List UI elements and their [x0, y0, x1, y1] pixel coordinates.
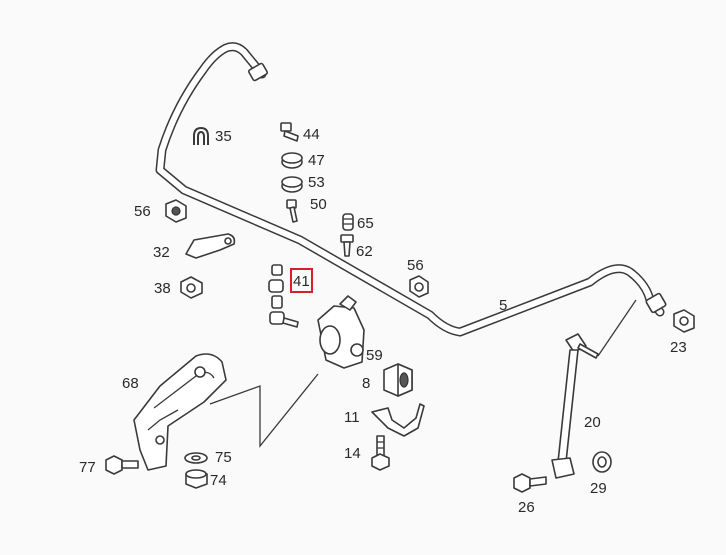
callout-56-left: 56	[134, 203, 151, 220]
callout-47: 47	[308, 152, 325, 169]
callout-29: 29	[590, 480, 607, 497]
part-35-ubolt	[193, 126, 209, 145]
callout-56-center: 56	[407, 257, 424, 274]
part-23-nut	[673, 309, 695, 333]
part-62-bolt	[340, 234, 354, 257]
callout-8: 8	[362, 375, 370, 392]
part-29-nut	[592, 451, 612, 473]
part-44-bolt	[280, 122, 299, 142]
part-75-washer	[184, 452, 208, 464]
callout-68: 68	[122, 375, 139, 392]
leader-68-59	[209, 373, 319, 448]
part-47-mount	[281, 152, 303, 169]
callout-32: 32	[153, 244, 170, 261]
callout-41: 41	[293, 273, 310, 290]
callout-14: 14	[344, 445, 361, 462]
callout-53: 53	[308, 174, 325, 191]
part-65-spring	[342, 213, 354, 231]
part-77-bolt	[105, 455, 139, 475]
callout-77: 77	[79, 459, 96, 476]
callout-35: 35	[215, 128, 232, 145]
highlight-box-41	[290, 268, 313, 293]
part-59-housing	[317, 295, 365, 369]
part-26-bolt	[513, 473, 547, 493]
callout-5: 5	[499, 297, 507, 314]
callout-11: 11	[344, 409, 360, 426]
part-56-bushing-left	[165, 199, 187, 223]
part-68-bracket	[133, 353, 227, 471]
callout-65: 65	[357, 215, 374, 232]
callout-44: 44	[303, 126, 320, 143]
part-50-bolt	[286, 199, 298, 223]
part-53-mount	[281, 176, 303, 193]
part-32-bracket	[185, 233, 236, 259]
part-8-block	[383, 363, 413, 397]
stabilizer-bar	[155, 42, 667, 337]
callout-23: 23	[670, 339, 687, 356]
callout-38: 38	[154, 280, 171, 297]
part-41-link	[268, 264, 299, 328]
callout-26: 26	[518, 499, 535, 516]
callout-59: 59	[366, 347, 383, 364]
part-11-clamp	[371, 403, 425, 437]
part-38-nut	[180, 276, 203, 299]
callout-62: 62	[356, 243, 373, 260]
callout-50: 50	[310, 196, 327, 213]
callout-74: 74	[210, 472, 227, 489]
part-14-bolt	[371, 435, 390, 471]
callout-20: 20	[584, 414, 601, 431]
callout-75: 75	[215, 449, 232, 466]
part-74-nut	[185, 469, 208, 489]
part-56-nut-center	[409, 275, 429, 298]
part-20-link-rod	[551, 299, 637, 479]
